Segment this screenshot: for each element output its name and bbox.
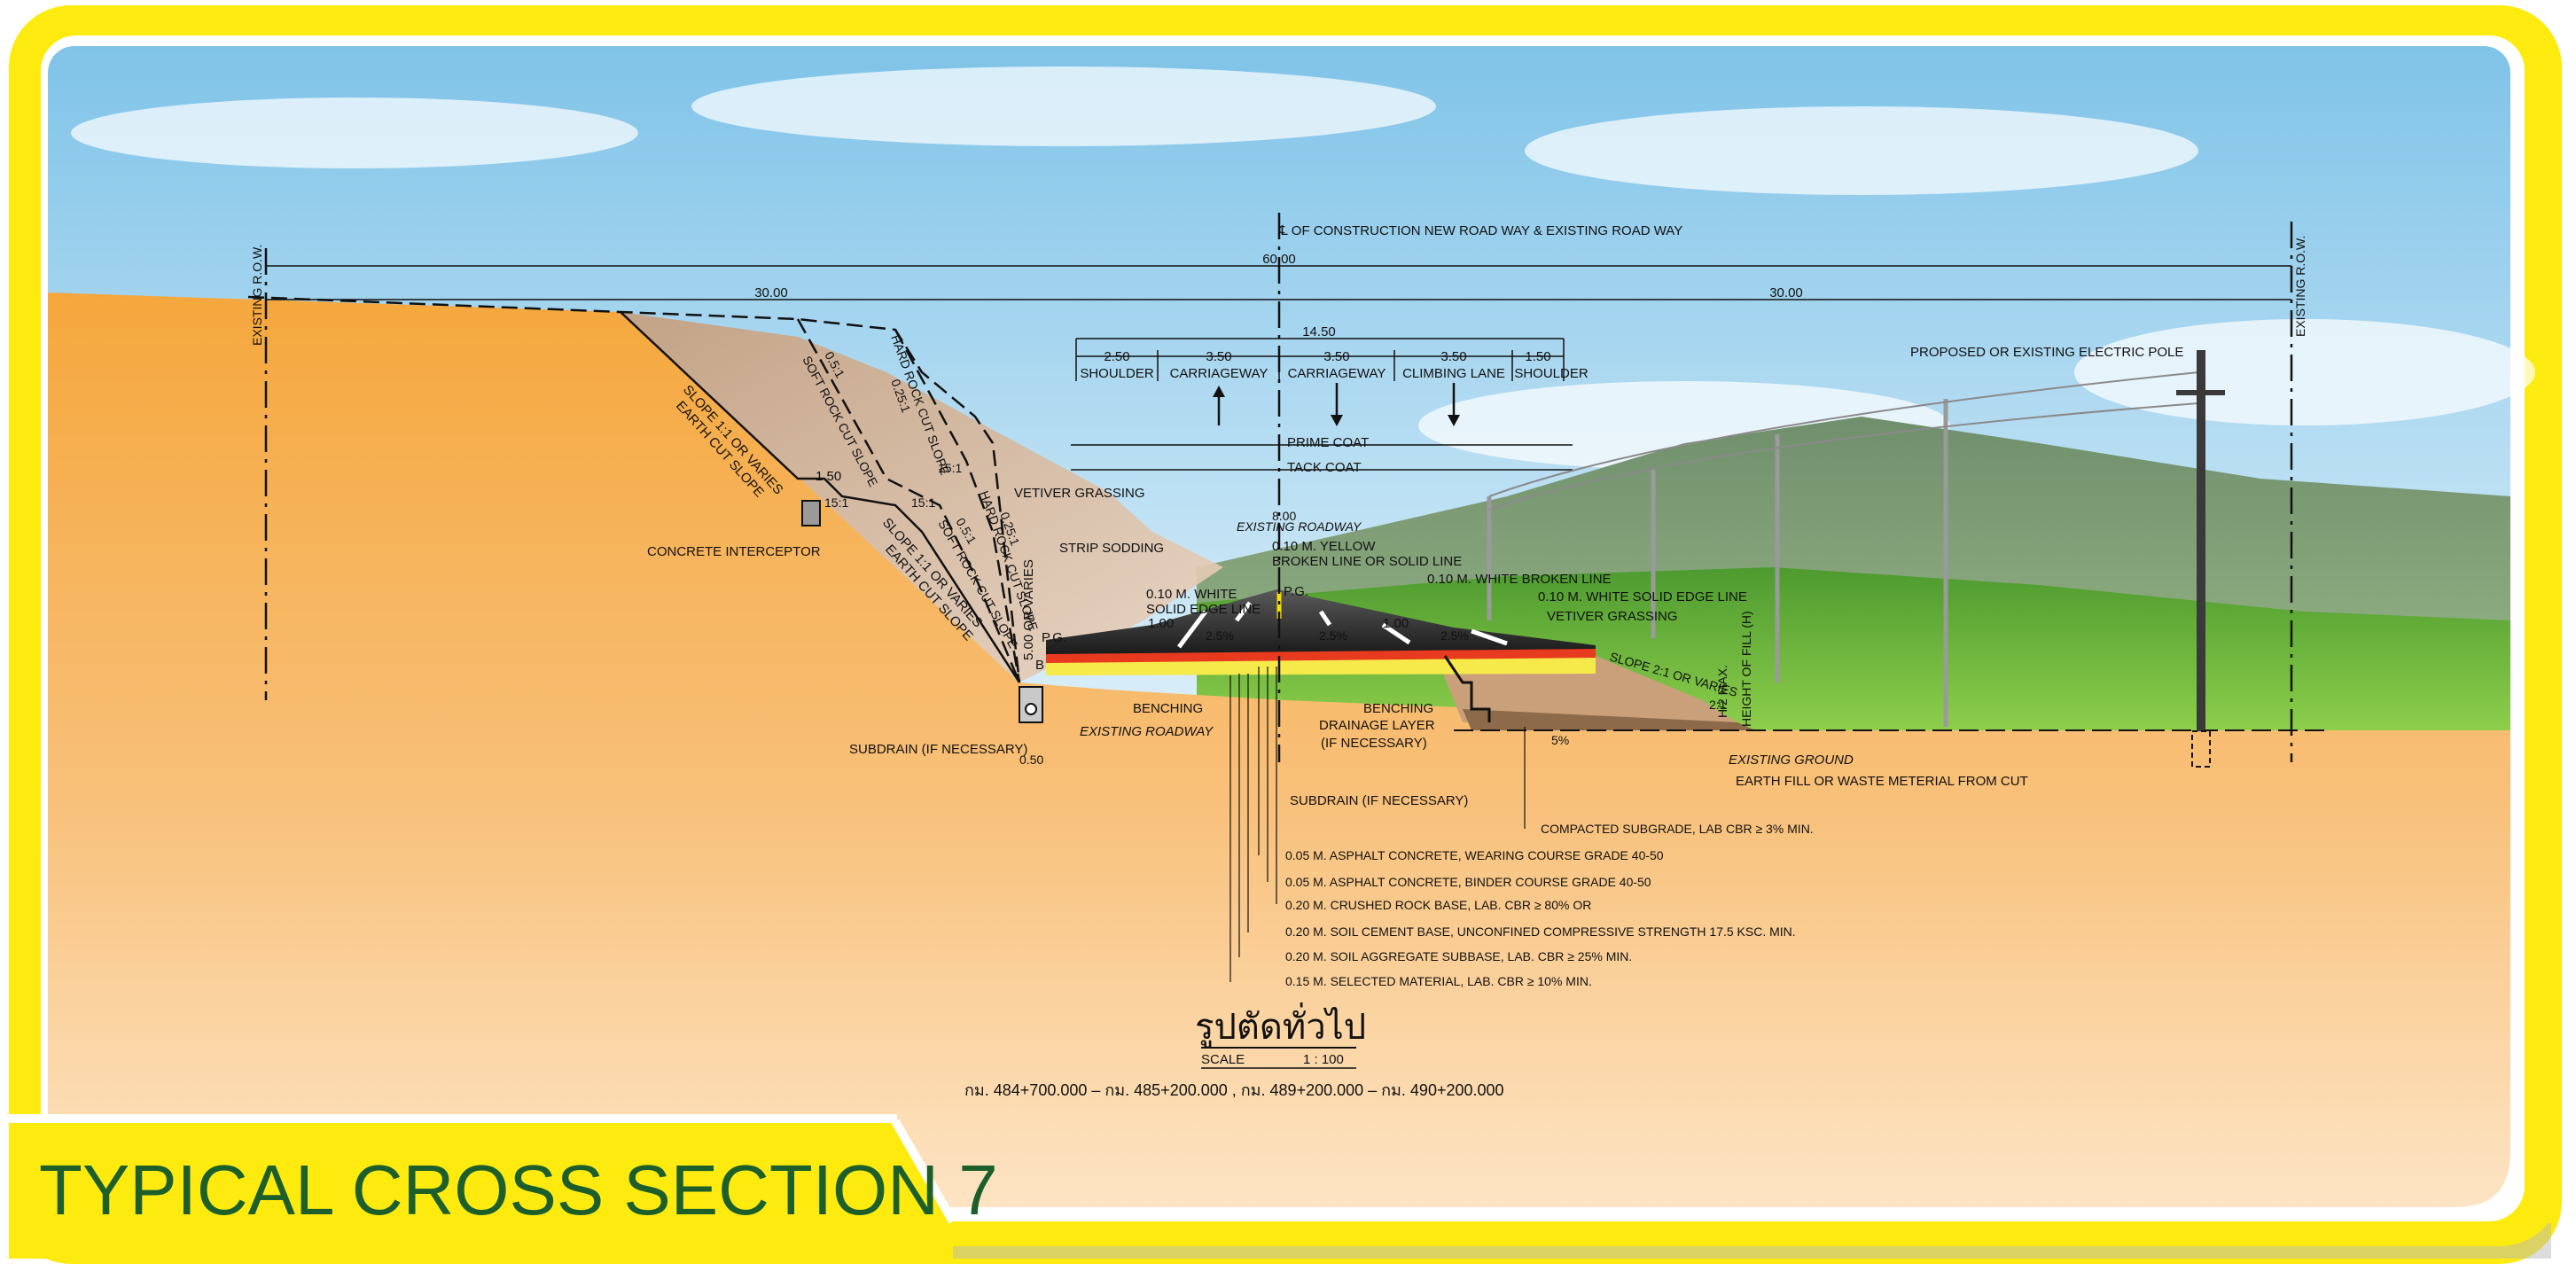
km-range: กม. 484+700.000 – กม. 485+200.000 , กม. … [964,1081,1504,1099]
existing-roadway-left: EXISTING ROADWAY [1080,724,1214,739]
layer-subgrade: COMPACTED SUBGRADE, LAB CBR ≥ 3% MIN. [1541,822,1814,836]
offset-left: 1.00 [1148,616,1174,631]
benching-steps [1443,655,1491,722]
bench-width: 1.50 [816,469,841,484]
drainage-1: DRAINAGE LAYER [1319,718,1435,733]
scale-value: 1 : 100 [1303,1052,1344,1067]
dim-right-half: 30.00 [1769,285,1803,300]
crossfall-2: 2.5% [1319,628,1347,643]
fill-ratio: 2:1 [1709,698,1727,712]
prime-coat-label: PRIME COAT [1287,435,1369,450]
layer-subbase: 0.20 M. SOIL AGGREGATE SUBBASE, LAB. CBR… [1285,949,1632,963]
tack-coat-label: TACK COAT [1287,460,1362,475]
pole-crossarm [2176,390,2225,395]
fill-embankment-base [1463,709,1755,730]
row-label-left: EXISTING R.O.W. [250,245,264,346]
layer-wearing-course: 0.05 M. ASPHALT CONCRETE, WEARING COURSE… [1285,848,1664,862]
yellow-line-1: 0.10 M. YELLOW [1272,539,1376,554]
pole-foundation [2191,730,2211,768]
subdrain-centre-label: SUBDRAIN (IF NECESSARY) [1290,793,1468,808]
cut-slope-solid [620,311,1021,683]
ditch-label: B [1035,658,1044,673]
layer-soil-cement: 0.20 M. SOIL CEMENT BASE, UNCONFINED COM… [1285,924,1796,939]
dim-shoulder-left: 2.50 [1104,349,1129,364]
crossfall-1: 2.5% [1206,628,1234,643]
dim-carriage-left: 3.50 [1206,349,1231,364]
layer-leader-lines [1229,667,1526,982]
clouds [71,66,2535,470]
benching-right-label: BENCHING [1363,701,1433,716]
dimension-lines [266,265,2291,471]
subdrain-pipe-icon [1025,703,1037,715]
hmax-label: H/2 MAX. [1715,665,1729,718]
arrow-up-icon [1213,386,1225,397]
dim-total: 60.00 [1262,252,1296,267]
subdrain-width: 0.50 [1019,753,1043,767]
footer-tab-edge [891,1119,957,1224]
white-edge-left-2: SOLID EDGE LINE [1146,602,1261,617]
dim-road-width: 14.50 [1302,324,1336,339]
row-label-right: EXISTING R.O.W. [2293,236,2307,337]
layer-binder-course: 0.05 M. ASPHALT CONCRETE, BINDER COURSE … [1285,875,1651,889]
bench-ratio-1: 15:1 [938,461,962,475]
page-title: TYPICAL CROSS SECTION 7 [39,1150,998,1229]
pg-centre-label: P.G. [1284,584,1308,599]
offset-right: 1.00 [1383,616,1409,631]
caption-thai: รูปตัดทั่วไป [1195,1002,1366,1048]
concrete-interceptor-label: CONCRETE INTERCEPTOR [647,544,821,559]
dim-left-half: 30.00 [754,285,788,300]
footer-tab [9,1121,953,1259]
dim-shoulder-right: 1.50 [1525,349,1550,364]
dim-climbing: 3.50 [1440,349,1466,364]
existing-ground-label: EXISTING GROUND [1729,753,1854,768]
arrow-down-icon [1448,415,1460,426]
lane-shoulder-left: SHOULDER [1080,366,1154,381]
electric-pole-icon [1487,399,1948,727]
vetiver-right-label: VETIVER GRASSING [1547,609,1678,624]
layer-selected-material: 0.15 M. SELECTED MATERIAL, LAB. CBR ≥ 10… [1285,974,1592,988]
crossfall-3: 2.5% [1440,628,1469,643]
concrete-interceptor-icon [801,500,821,526]
lane-markings [1177,601,1508,649]
benching-left-label: BENCHING [1133,701,1203,716]
arrow-down-icon [1331,415,1343,426]
white-solid-right-label: 0.10 M. WHITE SOLID EDGE LINE [1538,589,1747,604]
ditch-depth: 5.00 OR VARIES [1021,559,1036,660]
height-fill-label: HEIGHT OF FILL (H) [1739,611,1753,727]
bench-ratio-2: 15:1 [911,495,935,510]
layer-crushed-rock: 0.20 M. CRUSHED ROCK BASE, LAB. CBR ≥ 80… [1285,898,1591,912]
lane-carriage-left: CARRIAGEWAY [1170,366,1268,381]
drainage-2: (IF NECESSARY) [1321,736,1427,751]
lane-shoulder-right: SHOULDER [1514,366,1589,381]
power-wires [1488,371,2199,511]
subdrain-left-label: SUBDRAIN (IF NECESSARY) [849,742,1027,757]
scale-label: SCALE [1201,1052,1245,1067]
lane-carriage-right: CARRIAGEWAY [1288,366,1386,381]
dim-carriage-right: 3.50 [1323,349,1349,364]
pg-left-label: P.G. [1042,630,1066,645]
yellow-line-2: BROKEN LINE OR SOLID LINE [1272,554,1462,569]
strip-sodding-label: STRIP SODDING [1059,541,1164,556]
ground-slope: 5% [1551,733,1569,747]
electric-pole-main-icon [2197,350,2205,731]
lane-climbing: CLIMBING LANE [1402,366,1505,381]
centreline-label: ℄ OF CONSTRUCTION NEW ROAD WAY & EXISTIN… [1278,223,1682,238]
bench-ratio-3: 15:1 [824,495,848,510]
existing-roadway-top: EXISTING ROADWAY [1237,519,1362,534]
cut-slope-lines [247,295,1021,683]
centre-mark: 8.00 [1272,509,1296,523]
white-broken-label: 0.10 M. WHITE BROKEN LINE [1427,572,1612,587]
vetiver-left-label: VETIVER GRASSING [1014,486,1145,501]
white-edge-left-1: 0.10 M. WHITE [1146,587,1237,602]
electric-pole-label: PROPOSED OR EXISTING ELECTRIC POLE [1910,345,2183,360]
earth-fill-label: EARTH FILL OR WASTE METERIAL FROM CUT [1736,774,2028,789]
